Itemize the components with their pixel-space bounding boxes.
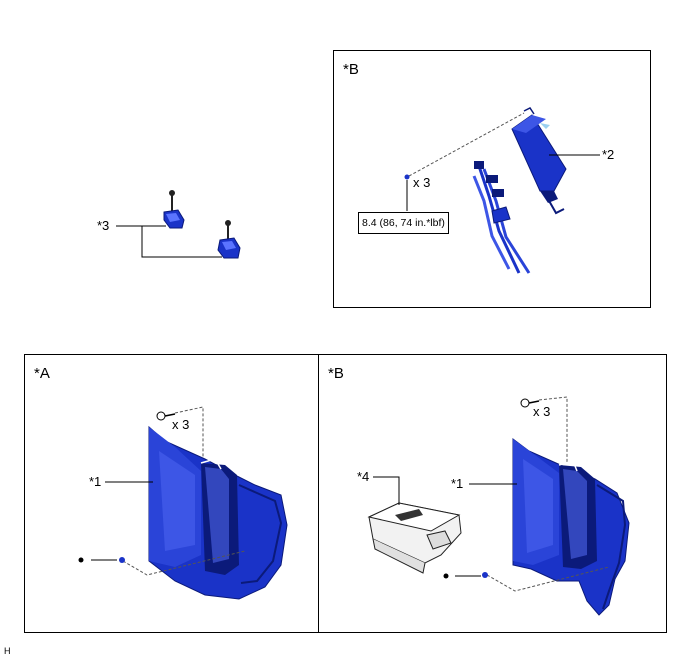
module-illustration: [404, 107, 600, 274]
bracket-callout: *3: [97, 218, 110, 233]
trim-panel-icon: [148, 425, 288, 600]
wire-harness-icon: [472, 161, 531, 274]
clip-icon: [482, 572, 488, 578]
cover-icon: [367, 502, 462, 574]
bracket-upper-icon: [163, 190, 185, 229]
bracket-lower-icon: [217, 220, 241, 259]
screw-icon: [520, 398, 540, 408]
leader-line-brackets: [116, 225, 222, 258]
side-panel-illustration-a: [78, 406, 288, 600]
module-unit-icon: [511, 107, 567, 215]
fastener-count: x 3: [533, 404, 551, 419]
bullet-marker: [443, 573, 449, 579]
screw-icon: [156, 411, 176, 421]
diagram-code: H: [4, 646, 11, 656]
panel-bottom-left: *A x 3 *1: [24, 354, 319, 633]
fastener-count: x 3: [172, 417, 190, 432]
fastener-count: x 3: [413, 175, 431, 190]
panel-top-right: *B x 3 8.4 (86, 74 in.*lbf) *2: [333, 50, 651, 308]
torque-spec-box: 8.4 (86, 74 in.*lbf): [358, 212, 449, 234]
panel-tag: *B: [328, 365, 344, 382]
module-callout: *2: [602, 147, 615, 162]
trim-panel-icon: [512, 438, 630, 616]
trim-panel-callout: *1: [89, 474, 102, 489]
panel-tag: *A: [34, 365, 50, 382]
cover-callout: *4: [357, 469, 370, 484]
side-panel-illustration-b: [367, 396, 630, 616]
clip-icon: [119, 557, 125, 563]
trim-panel-callout: *1: [451, 476, 464, 491]
bolt-icon: [404, 174, 410, 180]
panel-tag: *B: [343, 61, 359, 78]
panel-bottom-right: *B x: [318, 354, 667, 633]
bullet-marker: [78, 557, 84, 563]
